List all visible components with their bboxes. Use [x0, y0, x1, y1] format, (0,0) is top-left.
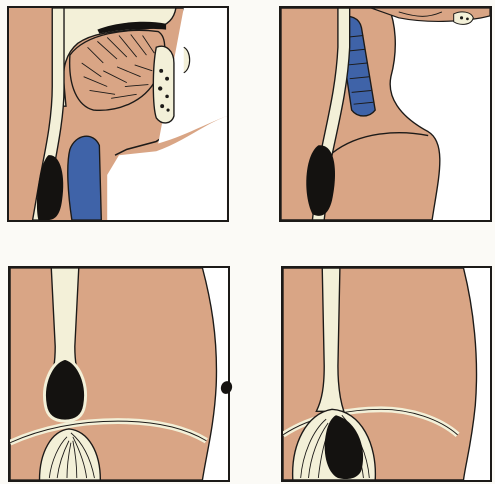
panel-neck-upper-chest	[279, 6, 492, 222]
trachea-icon	[68, 136, 102, 220]
head-neck-illustration	[9, 8, 227, 220]
stomach-entry-illustration	[283, 268, 490, 480]
jaw-bone	[153, 46, 174, 123]
torso-skin	[10, 268, 216, 480]
panel-head-neck	[7, 6, 229, 222]
lower-esophagus-illustration	[10, 268, 228, 480]
chin-detail	[454, 12, 474, 24]
neck-chest-illustration	[281, 8, 490, 220]
panel-lower-esophagus	[8, 266, 230, 482]
panel-gastroesophageal-junction	[281, 266, 492, 482]
